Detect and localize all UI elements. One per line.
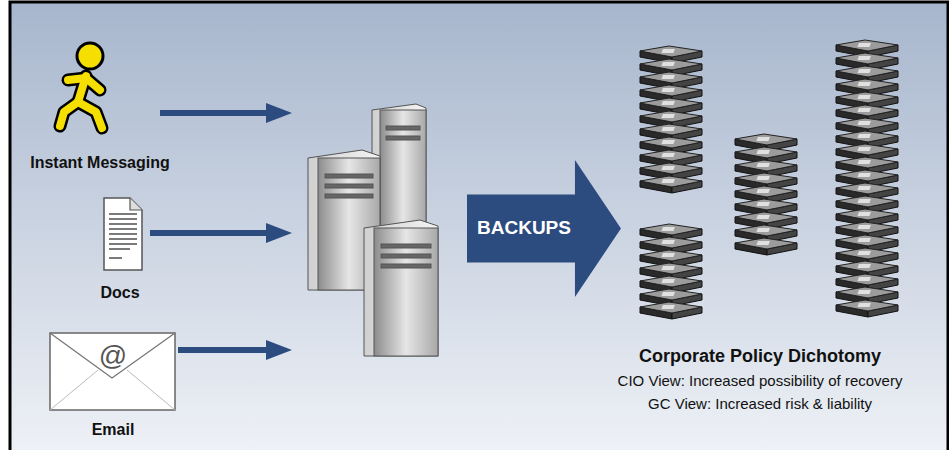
block-arrow: BACKUPS: [467, 160, 621, 297]
arrow-label: BACKUPS: [477, 217, 571, 239]
frame: [10, 2, 948, 450]
item-label: Docs: [100, 284, 139, 302]
item-label: Instant Messaging: [30, 154, 170, 172]
tape-cartridge: [836, 300, 898, 317]
email-symbol: @: [99, 340, 127, 372]
input-arrow: [150, 103, 292, 360]
policy-note: GC View: Increased risk & liability: [648, 395, 872, 412]
tape-cartridge: [640, 176, 702, 193]
tape-cartridge: [735, 238, 797, 255]
tape-cartridge: [640, 302, 702, 319]
tape-stacks: [640, 40, 898, 319]
im-runner-icon: [60, 43, 103, 128]
envelope-icon: [50, 333, 175, 410]
document-icon: [104, 198, 142, 270]
policy-heading: Corporate Policy Dichotomy: [639, 346, 881, 367]
policy-note: CIO View: Increased possibility of recov…: [618, 372, 903, 389]
server-cluster: [308, 104, 438, 356]
item-label: Email: [92, 421, 135, 439]
